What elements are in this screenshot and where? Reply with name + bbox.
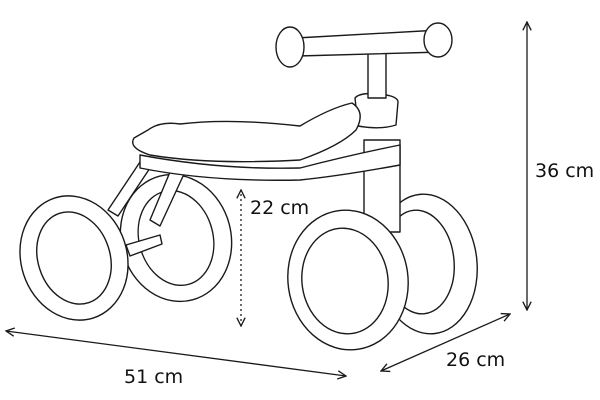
handlebar xyxy=(275,22,453,68)
front-front-wheel xyxy=(287,209,409,351)
rear-front-wheel xyxy=(19,195,129,321)
length-label: 51 cm xyxy=(124,366,184,388)
width-label: 26 cm xyxy=(446,349,506,371)
steering-column xyxy=(354,49,401,233)
seat xyxy=(132,102,401,181)
width-dimension-line xyxy=(381,314,510,371)
rear-back-wheel xyxy=(119,173,233,303)
height-label: 36 cm xyxy=(535,160,595,182)
length-dimension-line xyxy=(6,331,346,376)
seat-height-label: 22 cm xyxy=(250,197,310,219)
